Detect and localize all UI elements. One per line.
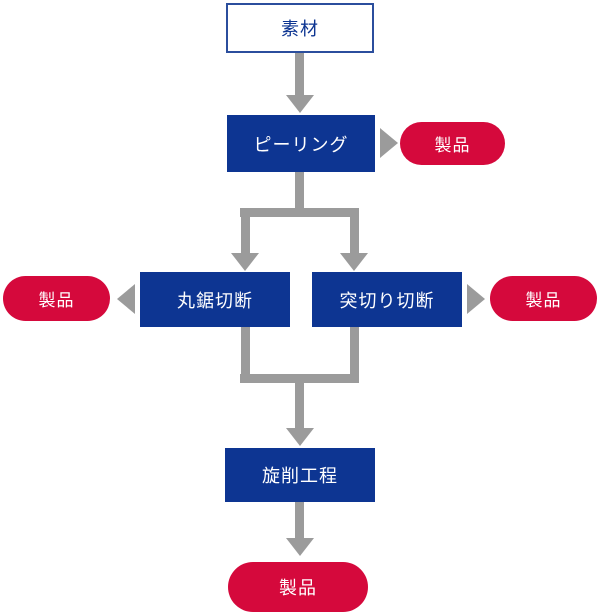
product-badge-final-label: 製品 [279, 578, 317, 598]
node-parting-cutting-label: 突切り切断 [339, 290, 435, 311]
arrowhead-down-icon [231, 253, 259, 271]
arrowhead-down-icon [286, 428, 314, 446]
product-badge-peeling: 製品 [400, 122, 505, 165]
connector-merge-left-drop [241, 327, 250, 383]
node-material: 素材 [226, 3, 374, 53]
arrowhead-down-icon [286, 95, 314, 113]
node-circular-saw-cutting-label: 丸鋸切断 [177, 290, 253, 311]
product-badge-circular-saw-label: 製品 [38, 291, 75, 310]
connector-turning-product [295, 502, 304, 538]
arrowhead-right-icon [380, 128, 398, 158]
connector-split-left-drop [241, 208, 250, 253]
connector-split-bar [240, 208, 359, 217]
product-badge-circular-saw: 製品 [3, 276, 110, 321]
node-parting-cutting: 突切り切断 [312, 272, 462, 327]
arrowhead-left-icon [117, 284, 135, 314]
node-turning-process: 旋削工程 [225, 448, 375, 502]
arrowhead-down-icon [286, 538, 314, 556]
product-badge-peeling-label: 製品 [434, 136, 471, 155]
connector-split-right-drop [350, 208, 359, 253]
node-peeling-label: ピーリング [253, 134, 349, 155]
connector-merge-right-drop [350, 327, 359, 383]
product-badge-parting: 製品 [490, 276, 597, 321]
connector-material-peeling [295, 53, 304, 95]
product-badge-parting-label: 製品 [525, 291, 562, 310]
connector-peeling-split-stub [295, 172, 304, 217]
node-circular-saw-cutting: 丸鋸切断 [140, 272, 290, 327]
arrowhead-down-icon [340, 253, 368, 271]
node-material-label: 素材 [281, 19, 319, 39]
node-turning-process-label: 旋削工程 [262, 466, 338, 486]
connector-merge-stub [295, 374, 304, 428]
arrowhead-right-icon [467, 284, 485, 314]
node-peeling: ピーリング [227, 115, 375, 172]
product-badge-final: 製品 [228, 562, 368, 612]
